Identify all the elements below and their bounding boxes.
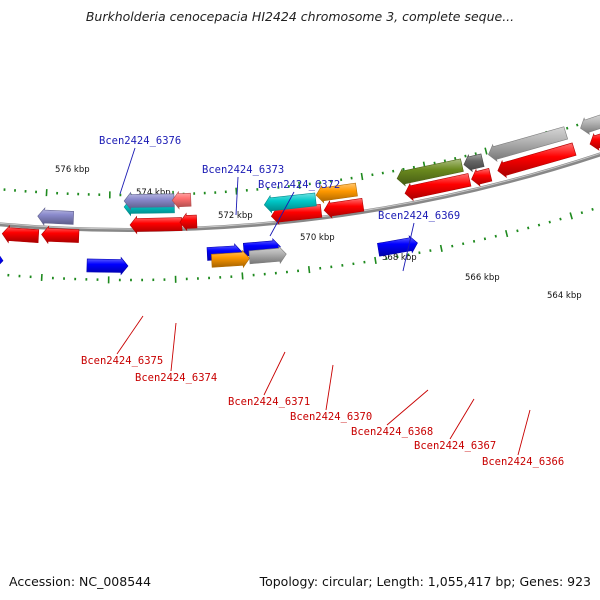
major-tick bbox=[241, 272, 244, 280]
gene-feature[interactable] bbox=[1, 224, 40, 244]
major-tick bbox=[504, 229, 509, 238]
major-tick bbox=[374, 256, 377, 265]
minor-tick bbox=[464, 154, 467, 158]
minor-tick bbox=[575, 123, 579, 127]
accession-text: Accession: NC_008544 bbox=[9, 574, 152, 589]
label-leader-line bbox=[517, 409, 531, 456]
gene-feature[interactable] bbox=[41, 225, 80, 245]
gene-feature[interactable] bbox=[463, 153, 485, 173]
minor-tick bbox=[462, 242, 465, 246]
minor-tick bbox=[472, 239, 476, 243]
label-leader-line bbox=[449, 398, 475, 440]
gene-feature[interactable] bbox=[315, 182, 358, 204]
gene-label[interactable]: Bcen2424_6373 bbox=[202, 164, 284, 176]
label-leader-line bbox=[116, 315, 144, 355]
ruler-label: 568 kbp bbox=[382, 253, 417, 263]
genome-summary-text: Topology: circular; Length: 1,055,417 bp… bbox=[259, 574, 591, 589]
label-leader-line bbox=[402, 222, 415, 272]
label-leader-line bbox=[170, 322, 177, 372]
gene-label[interactable]: Bcen2424_6374 bbox=[135, 372, 217, 384]
ruler-label: 572 kbp bbox=[218, 211, 253, 221]
minor-tick bbox=[565, 126, 569, 130]
gene-feature[interactable] bbox=[589, 132, 600, 151]
minor-tick bbox=[494, 234, 497, 238]
major-tick bbox=[298, 181, 301, 189]
ruler-label: 564 kbp bbox=[547, 291, 582, 301]
ruler-label: 574 kbp bbox=[136, 188, 171, 198]
minor-tick bbox=[483, 237, 487, 241]
gene-feature[interactable] bbox=[404, 173, 472, 202]
gene-label[interactable]: Bcen2424_6367 bbox=[414, 440, 496, 452]
minor-tick bbox=[433, 161, 436, 165]
label-leader-line bbox=[235, 176, 239, 216]
major-tick bbox=[484, 147, 488, 155]
label-leader-line bbox=[263, 351, 286, 396]
minor-tick bbox=[454, 157, 457, 160]
gene-feature[interactable] bbox=[497, 142, 577, 179]
label-leader-line bbox=[386, 389, 429, 426]
minor-tick bbox=[559, 217, 562, 221]
outer-tick-ring bbox=[7, 207, 594, 284]
label-leader-line bbox=[119, 147, 136, 195]
minor-tick bbox=[443, 159, 447, 163]
gene-label[interactable]: Bcen2424_6371 bbox=[228, 396, 310, 408]
map-title: Burkholderia cenocepacia HI2424 chromoso… bbox=[85, 9, 515, 24]
gene-label[interactable]: Bcen2424_6376 bbox=[99, 135, 181, 147]
gene-feature[interactable] bbox=[86, 256, 129, 276]
gene-feature[interactable] bbox=[248, 245, 287, 265]
gene-feature[interactable] bbox=[580, 114, 600, 136]
minor-tick bbox=[516, 229, 519, 233]
chromosome-backbone bbox=[0, 152, 600, 232]
gene-feature[interactable] bbox=[211, 249, 250, 269]
major-tick bbox=[307, 266, 311, 274]
gene-label[interactable]: Bcen2424_6372 bbox=[258, 179, 340, 191]
gene-feature[interactable] bbox=[171, 190, 192, 210]
minor-tick bbox=[451, 244, 454, 248]
gene-label[interactable]: Bcen2424_6375 bbox=[81, 355, 163, 367]
minor-tick bbox=[474, 152, 477, 156]
gene-feature[interactable] bbox=[263, 192, 317, 214]
gene-feature[interactable] bbox=[179, 212, 198, 232]
ruler-label: 576 kbp bbox=[55, 165, 90, 175]
minor-tick bbox=[527, 226, 530, 230]
major-tick bbox=[439, 244, 443, 253]
gene-label[interactable]: Bcen2424_6368 bbox=[351, 426, 433, 438]
gene-label[interactable]: Bcen2424_6369 bbox=[378, 210, 460, 222]
gene-feature[interactable] bbox=[396, 158, 464, 187]
major-tick bbox=[360, 172, 364, 181]
gene-feature[interactable] bbox=[123, 191, 175, 211]
ruler-label: 566 kbp bbox=[465, 273, 500, 283]
major-tick bbox=[235, 187, 238, 195]
gene-feature[interactable] bbox=[37, 207, 75, 226]
gene-feature[interactable] bbox=[471, 168, 493, 187]
gene-label[interactable]: Bcen2424_6370 bbox=[290, 411, 372, 423]
minor-tick bbox=[537, 223, 541, 227]
gene-feature[interactable] bbox=[129, 215, 183, 235]
label-leader-line bbox=[269, 191, 295, 237]
gene-feature[interactable] bbox=[0, 252, 4, 269]
gene-label[interactable]: Bcen2424_6366 bbox=[482, 456, 564, 468]
gene-feature[interactable] bbox=[488, 126, 569, 162]
gene-label-layer: Bcen2424_6376Bcen2424_6373Bcen2424_6372B… bbox=[81, 135, 564, 468]
ruler-label: 570 kbp bbox=[300, 233, 335, 243]
feature-layer bbox=[0, 114, 600, 276]
minor-tick bbox=[580, 211, 584, 215]
minor-tick bbox=[591, 207, 594, 211]
gene-feature[interactable] bbox=[323, 197, 365, 219]
minor-tick bbox=[548, 220, 551, 224]
major-tick bbox=[569, 212, 573, 220]
label-leader-line bbox=[325, 364, 334, 411]
